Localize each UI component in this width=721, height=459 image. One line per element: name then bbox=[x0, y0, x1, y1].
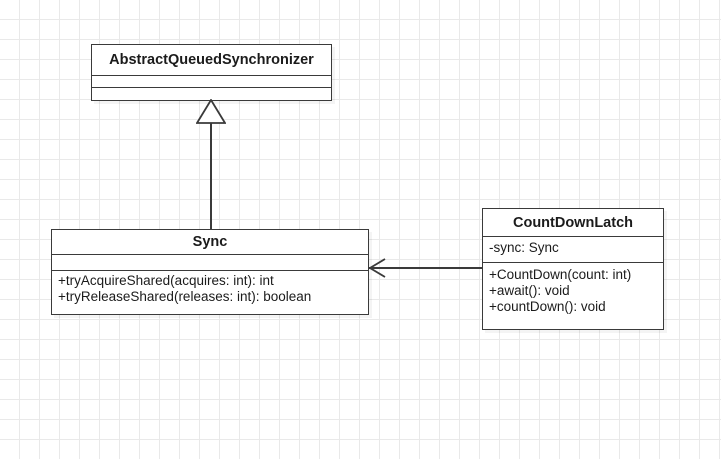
class-box-abstract-queued-synchronizer[interactable]: AbstractQueuedSynchronizer bbox=[91, 44, 332, 101]
class-box-count-down-latch[interactable]: CountDownLatch -sync: Sync +CountDown(co… bbox=[482, 208, 664, 330]
class-attributes-compartment-sync bbox=[52, 255, 368, 271]
class-method-item: +tryAcquireShared(acquires: int): int bbox=[58, 273, 274, 288]
class-methods-compartment-count-down-latch: +CountDown(count: int) +await(): void +c… bbox=[483, 263, 663, 331]
generalization-line bbox=[210, 122, 212, 230]
class-box-sync[interactable]: Sync +tryAcquireShared(acquires: int): i… bbox=[51, 229, 369, 315]
open-arrow-icon bbox=[368, 258, 386, 278]
association-line bbox=[369, 267, 483, 269]
class-method-item: +countDown(): void bbox=[489, 299, 606, 314]
class-attributes-compartment-count-down-latch: -sync: Sync bbox=[483, 237, 663, 263]
class-title-abstract-queued-synchronizer: AbstractQueuedSynchronizer bbox=[92, 45, 331, 76]
class-method-item: +await(): void bbox=[489, 283, 570, 298]
class-title-count-down-latch: CountDownLatch bbox=[483, 209, 663, 237]
class-method-item: +CountDown(count: int) bbox=[489, 267, 632, 282]
class-attributes-compartment-abstract-queued-synchronizer bbox=[92, 76, 331, 88]
class-title-sync: Sync bbox=[52, 230, 368, 255]
class-attribute-item: -sync: Sync bbox=[489, 240, 559, 255]
hollow-triangle-icon bbox=[196, 99, 226, 124]
class-method-item: +tryReleaseShared(releases: int): boolea… bbox=[58, 289, 312, 304]
class-methods-compartment-sync: +tryAcquireShared(acquires: int): int +t… bbox=[52, 271, 368, 315]
